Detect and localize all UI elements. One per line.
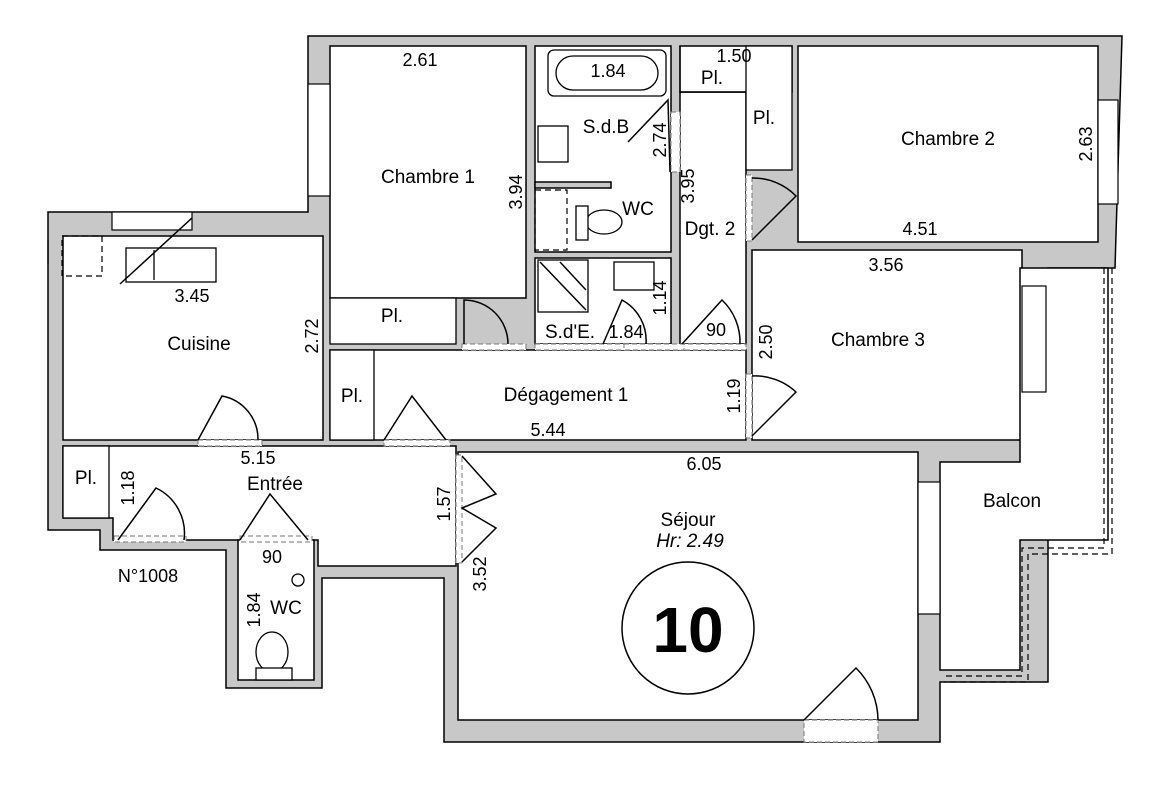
kitchen-sink bbox=[125, 247, 217, 283]
dim-sdb-depth: 2.74 bbox=[650, 122, 670, 157]
dim-wc-width: 90 bbox=[262, 547, 282, 567]
apartment-number: N°1008 bbox=[118, 566, 178, 586]
window-chambre-1 bbox=[307, 83, 331, 197]
partition-sdb-wc bbox=[534, 181, 612, 189]
label-pl-degagement: Pl. bbox=[341, 386, 363, 407]
placard-entree bbox=[62, 445, 110, 519]
label-sdb: S.d.B bbox=[583, 117, 629, 138]
window-chambre-2 bbox=[1097, 99, 1119, 205]
label-entree: Entrée bbox=[247, 474, 303, 495]
room-chambre-1 bbox=[329, 45, 527, 299]
window-cuisine bbox=[111, 211, 193, 231]
dim-dgt2-width: 90 bbox=[706, 320, 726, 340]
placard-chambre-1 bbox=[329, 297, 457, 345]
window-sejour bbox=[917, 481, 941, 615]
balcony-railing bbox=[944, 268, 1105, 677]
dim-entree-door: 1.57 bbox=[434, 486, 454, 521]
label-wc-bottom: WC bbox=[270, 598, 302, 619]
toilet-bottom bbox=[255, 631, 289, 673]
dim-deg1-depth: 1.19 bbox=[724, 378, 744, 413]
dim-cuisine-depth: 2.72 bbox=[302, 318, 322, 353]
dim-sde-width: 1.84 bbox=[608, 322, 643, 342]
label-sde: S.d'E. bbox=[545, 322, 595, 343]
label-cuisine: Cuisine bbox=[167, 334, 230, 355]
dim-sejour-width: 6.05 bbox=[686, 454, 721, 474]
dim-ch2-depth: 2.63 bbox=[1076, 126, 1096, 161]
dim-sejour-depth: 3.52 bbox=[470, 556, 490, 591]
label-pl-top1: Pl. bbox=[701, 68, 723, 89]
label-pl-entree: Pl. bbox=[75, 468, 97, 489]
dim-entree-depth: 1.18 bbox=[118, 470, 138, 505]
dim-bath-len: 1.84 bbox=[590, 61, 625, 81]
dim-sde-depth: 1.14 bbox=[650, 280, 670, 315]
toilet-top bbox=[585, 209, 623, 235]
label-pl-top2: Pl. bbox=[753, 108, 775, 129]
label-balcon: Balcon bbox=[983, 491, 1041, 512]
room-dgt2 bbox=[679, 91, 747, 345]
placard-degagement bbox=[329, 349, 375, 441]
dim-ch2-width: 4.51 bbox=[902, 219, 937, 239]
label-wc-top: WC bbox=[622, 199, 654, 220]
label-chambre-3: Chambre 3 bbox=[831, 330, 925, 351]
dim-cuisine-width: 3.45 bbox=[174, 286, 209, 306]
placard-top-right bbox=[745, 45, 793, 171]
dim-deg1-len: 5.44 bbox=[530, 420, 565, 440]
room-chambre-2 bbox=[797, 45, 1099, 243]
lot-number: 10 bbox=[652, 594, 723, 666]
label-pl-chambre1: Pl. bbox=[381, 306, 403, 327]
dim-ch1-depth: 3.94 bbox=[506, 174, 526, 209]
dim-top-pl-width: 1.50 bbox=[716, 46, 751, 66]
wc-cistern-top bbox=[534, 189, 568, 251]
balcony-floor bbox=[939, 267, 1109, 671]
dim-ch3-depth: 2.50 bbox=[756, 324, 776, 359]
label-chambre-1: Chambre 1 bbox=[381, 167, 475, 188]
window-chambre-3 bbox=[1021, 285, 1047, 393]
lot-number-circle bbox=[621, 561, 755, 695]
label-degagement-1: Dégagement 1 bbox=[504, 385, 629, 406]
label-chambre-2: Chambre 2 bbox=[901, 129, 995, 150]
balcony-railing-outer bbox=[944, 268, 1113, 683]
fridge-space bbox=[61, 235, 103, 277]
dim-ch1-width: 2.61 bbox=[402, 50, 437, 70]
dim-entree-len: 5.15 bbox=[240, 448, 275, 468]
sink-sde bbox=[613, 261, 655, 291]
label-sejour-height: Hr: 2.49 bbox=[656, 531, 724, 552]
room-chambre-3 bbox=[751, 249, 1023, 441]
dim-wc-depth: 1.84 bbox=[244, 592, 264, 627]
sink-sdb bbox=[537, 125, 569, 163]
dim-ch3-width: 3.56 bbox=[868, 255, 903, 275]
label-sejour: Séjour bbox=[661, 510, 717, 531]
dim-dgt2-len: 3.95 bbox=[678, 168, 698, 203]
label-dgt2: Dgt. 2 bbox=[685, 219, 736, 240]
